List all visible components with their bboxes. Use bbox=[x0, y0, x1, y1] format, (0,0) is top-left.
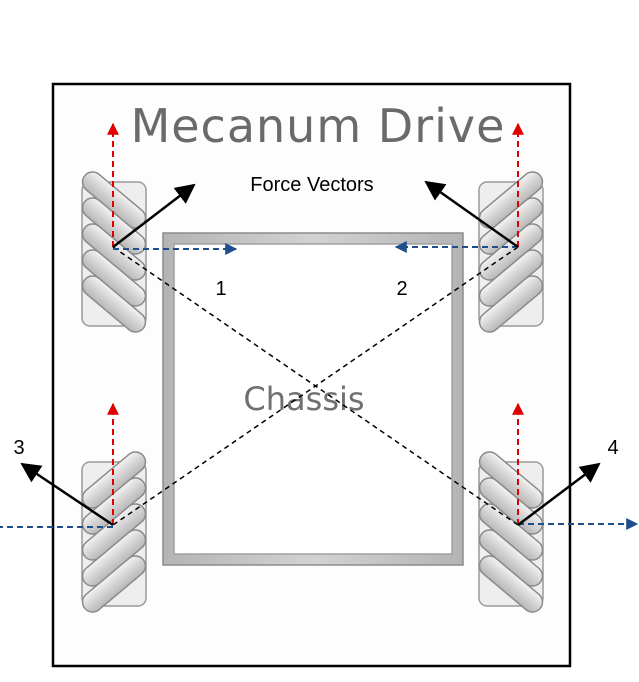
wheel-front-right bbox=[474, 167, 548, 337]
force-vectors-label: Force Vectors bbox=[250, 174, 373, 196]
chassis bbox=[162, 232, 464, 566]
chassis-label: Chassis bbox=[243, 380, 364, 418]
wheel-number-label: 3 bbox=[13, 437, 24, 459]
diagonal-line bbox=[112, 246, 519, 526]
wheel-number-label: 1 bbox=[215, 278, 226, 300]
resultant-vector-arrow bbox=[112, 183, 196, 248]
wheel-rear-right bbox=[474, 447, 548, 617]
resultant-vector-arrow bbox=[20, 462, 114, 527]
wheel-number-label: 4 bbox=[607, 437, 618, 459]
resultant-vector-arrow bbox=[517, 462, 601, 526]
diagram-title: Mecanum Drive bbox=[131, 99, 506, 153]
resultant-vector-arrow bbox=[424, 180, 519, 249]
wheel-number-label: 2 bbox=[396, 278, 407, 300]
